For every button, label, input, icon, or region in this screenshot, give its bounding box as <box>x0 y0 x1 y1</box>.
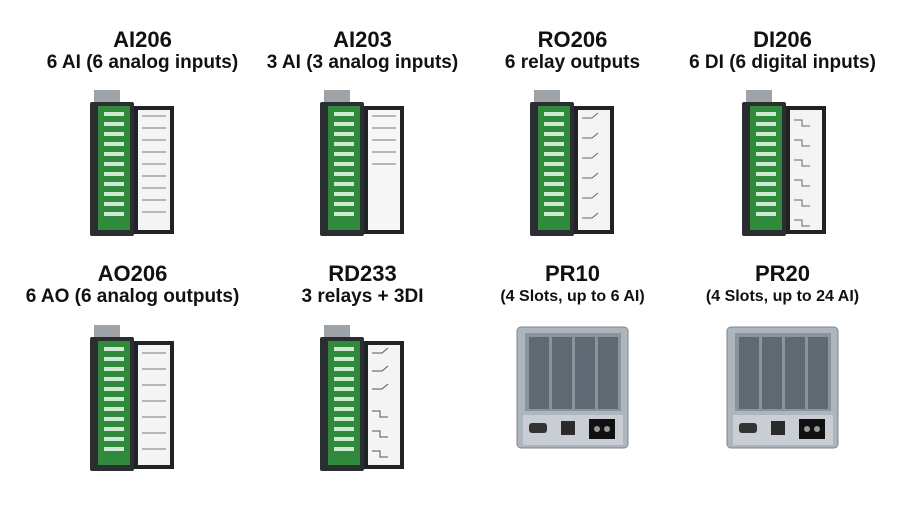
product-card-pr10: PR10 (4 Slots, up to 6 AI) <box>460 262 685 308</box>
product-title: PR10 <box>544 261 601 286</box>
product-card-ai203: AI203 3 AI (3 analog inputs) <box>250 28 475 74</box>
module-ai203-image <box>320 90 410 240</box>
product-subtitle: (4 Slots, up to 24 AI) <box>705 288 860 305</box>
product-title: RD233 <box>328 261 397 286</box>
terminal-block-module-icon <box>320 90 404 236</box>
product-title: AI206 <box>113 27 172 52</box>
module-ai206-image <box>90 90 180 240</box>
product-subtitle: 3 AI (3 analog inputs) <box>266 52 459 73</box>
module-di206-image <box>742 90 832 240</box>
rack-pr20-image <box>725 325 840 450</box>
module-rd233-image <box>320 325 410 475</box>
product-subtitle: 6 DI (6 digital inputs) <box>689 52 876 73</box>
rack-enclosure-icon <box>516 326 629 449</box>
product-title: DI206 <box>753 27 812 52</box>
product-card-pr20: PR20 (4 Slots, up to 24 AI) <box>670 262 895 308</box>
product-card-rd233: RD233 3 relays + 3DI <box>250 262 475 308</box>
module-ao206-image <box>90 325 180 475</box>
product-subtitle: 6 AI (6 analog inputs) <box>46 52 239 73</box>
rack-enclosure-icon <box>726 326 839 449</box>
product-card-ai206: AI206 6 AI (6 analog inputs) <box>30 28 255 74</box>
terminal-block-module-icon <box>530 90 614 236</box>
product-title: AI203 <box>333 27 392 52</box>
product-subtitle: 3 relays + 3DI <box>301 286 424 307</box>
product-subtitle: 6 relay outputs <box>504 52 641 73</box>
product-title: PR20 <box>754 261 811 286</box>
terminal-block-module-icon <box>90 325 174 471</box>
product-card-ao206: AO206 6 AO (6 analog outputs) <box>20 262 245 308</box>
product-card-ro206: RO206 6 relay outputs <box>460 28 685 74</box>
terminal-block-module-icon <box>742 90 826 236</box>
terminal-block-module-icon <box>90 90 174 236</box>
terminal-block-module-icon <box>320 325 404 471</box>
product-subtitle: (4 Slots, up to 6 AI) <box>500 288 645 305</box>
product-title: RO206 <box>537 27 608 52</box>
product-card-di206: DI206 6 DI (6 digital inputs) <box>670 28 895 74</box>
module-ro206-image <box>530 90 620 240</box>
product-title: AO206 <box>97 261 168 286</box>
product-subtitle: 6 AO (6 analog outputs) <box>25 286 240 307</box>
rack-pr10-image <box>515 325 630 450</box>
